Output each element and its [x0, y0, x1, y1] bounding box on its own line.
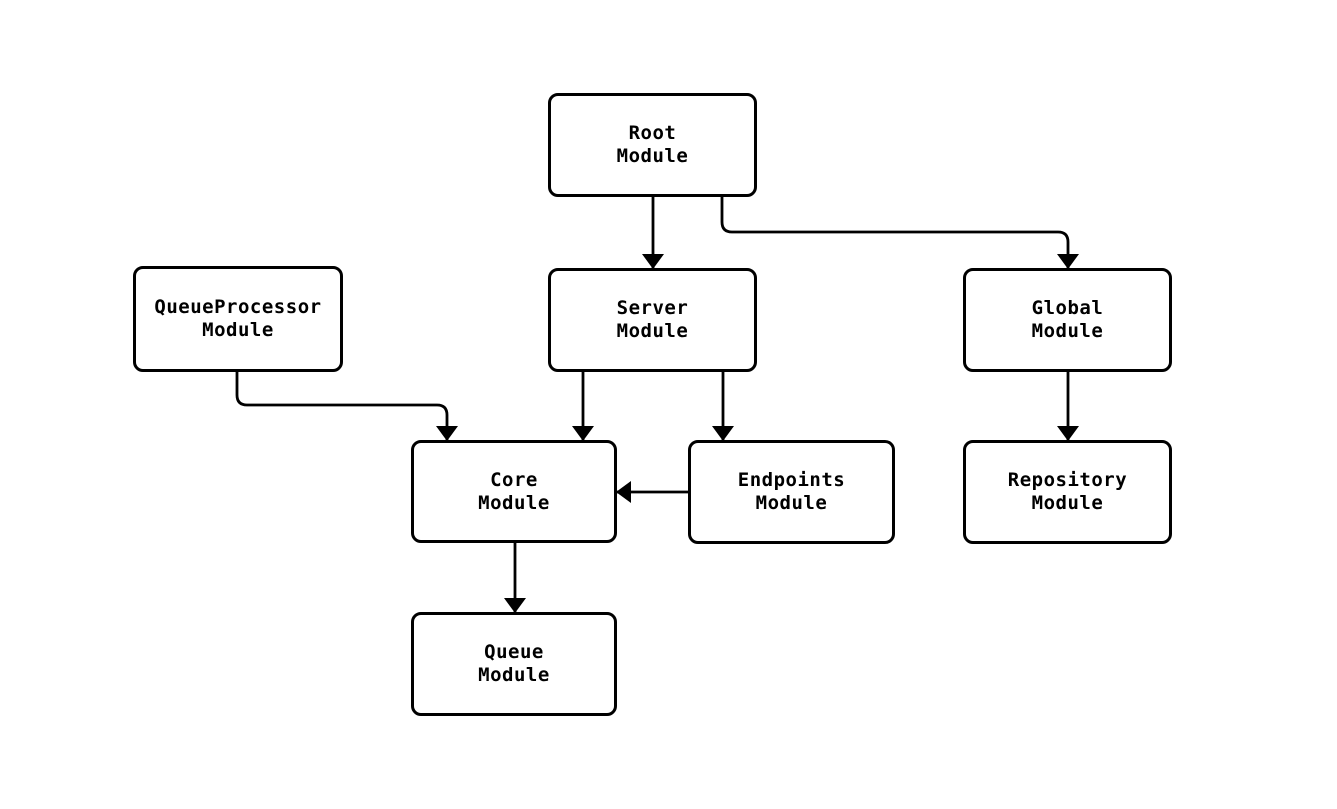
node-label-line: Module — [616, 145, 689, 167]
node-label-line: Module — [1031, 492, 1104, 514]
node-label-line: Module — [616, 320, 689, 342]
node-label-line: Module — [478, 491, 550, 514]
node-label-line: Server — [616, 297, 689, 319]
node-label-line: Queue — [484, 641, 544, 663]
node-label-line: Repository — [1007, 469, 1128, 491]
node-label-line: QueueProcessor — [154, 296, 322, 318]
node-label-line: Module — [478, 664, 550, 686]
node-label-line: Endpoints — [737, 469, 846, 491]
node-label-line: Module — [1031, 320, 1104, 342]
edge-root-to-global — [720, 197, 1079, 269]
node-label-line: Global — [1031, 297, 1104, 319]
node-label-line: Core — [490, 468, 538, 491]
node-label-line: Root — [628, 122, 677, 144]
node-label-line: Module — [755, 492, 828, 514]
edge-group — [235, 197, 1079, 613]
edge-queueprocessor-to-core — [235, 372, 458, 441]
node-label-line: Module — [202, 319, 274, 341]
